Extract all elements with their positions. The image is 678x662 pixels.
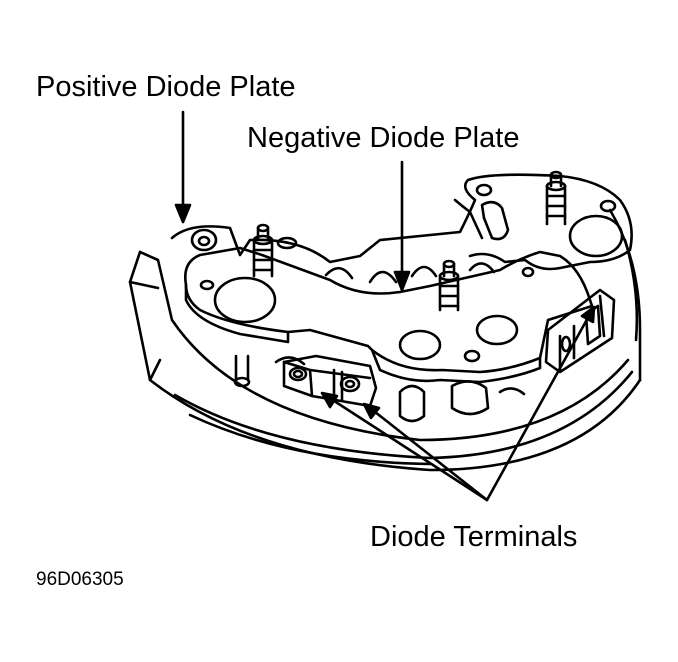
label-negative-diode-plate: Negative Diode Plate [247,122,520,154]
negative-diode-plate [170,170,633,271]
label-diode-terminals: Diode Terminals [370,521,578,553]
figure-id: 96D06305 [36,569,124,590]
diode-terminal-block [282,354,378,408]
positive-diode-plate [184,223,594,384]
leader-arrows [174,110,596,502]
label-positive-diode-plate: Positive Diode Plate [36,71,296,103]
diode-bodies [233,262,526,423]
